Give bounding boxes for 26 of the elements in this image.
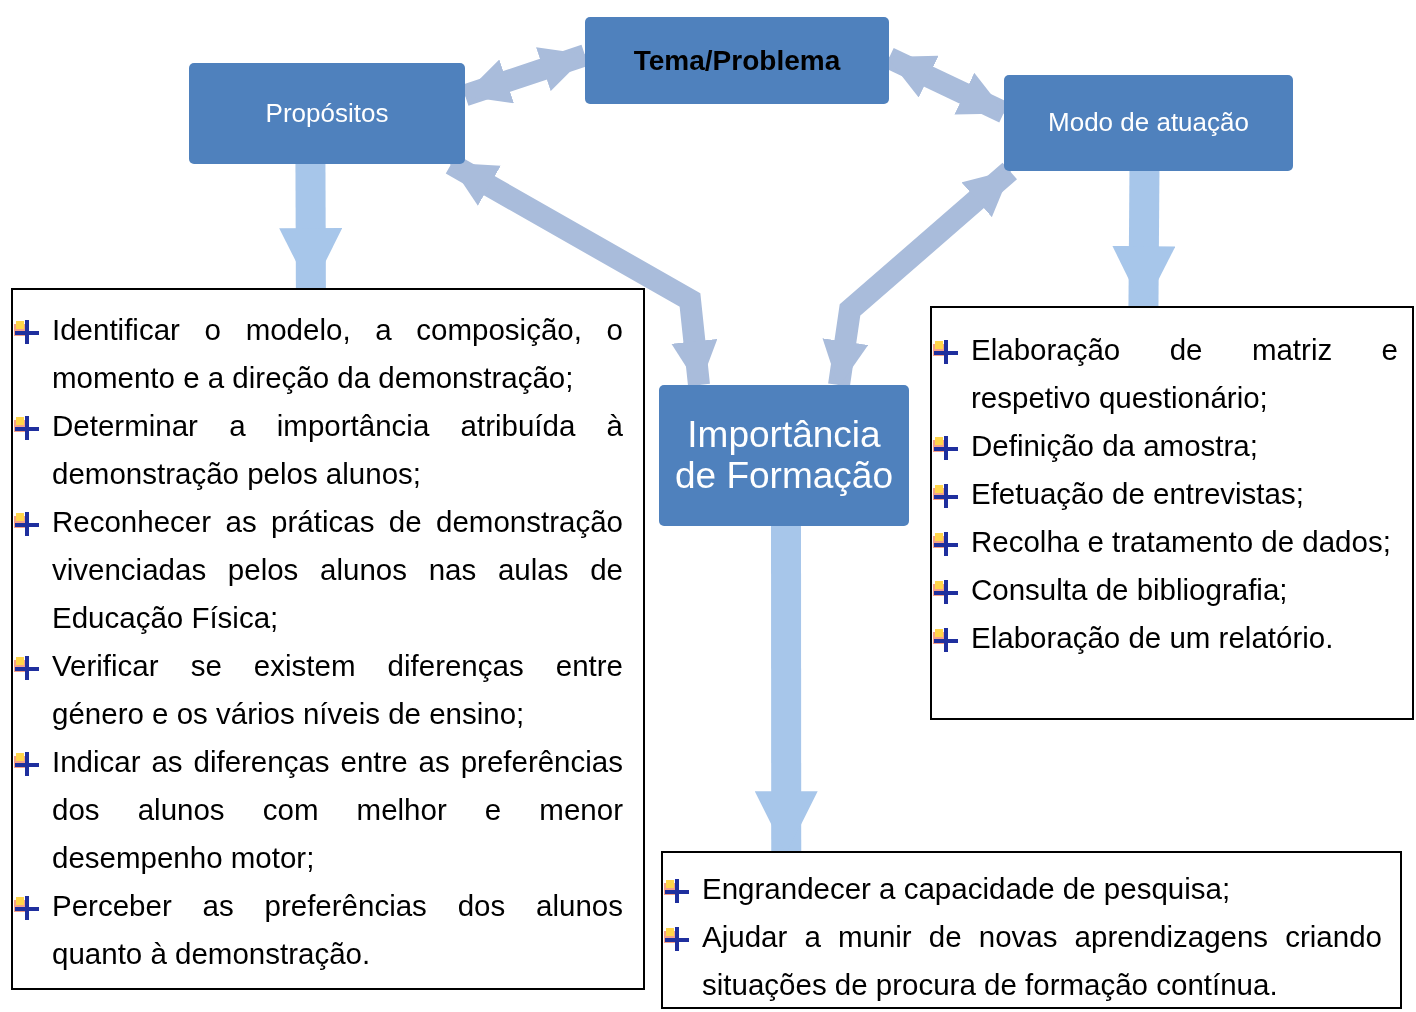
list-item-text: Engrandecer a capacidade de pesquisa;	[702, 872, 1231, 905]
list-item-text: Determinar a importância atribuída à demonstração pelos alunos;	[52, 409, 623, 490]
process-box	[585, 17, 889, 104]
list-item-text: Indicar as diferenças entre as preferências dos alunos com melhor e menor desempenho motor;	[52, 745, 623, 874]
list-item-text: Identificar o modelo, a composição, o momento e a direção da demonstração;	[52, 313, 623, 394]
list-item-text: Verificar se existem diferenças entre género e os vários níveis de ensino;	[52, 649, 623, 730]
process-box	[1004, 75, 1293, 171]
box-title: Modo de atuação	[1047, 107, 1250, 139]
list-item-text: Elaboração de matriz e respetivo questionário;	[971, 333, 1398, 414]
list-item-text: Elaboração de um relatório.	[971, 621, 1334, 654]
list-box	[661, 851, 1402, 1009]
list-item-text: Perceber as preferências dos alunos quanto à demonstração.	[52, 889, 623, 970]
list-box	[11, 288, 645, 990]
arrow	[822, 162, 1017, 388]
list-item-text: Efetuação de entrevistas;	[971, 477, 1304, 510]
process-box	[659, 385, 909, 526]
list-item-text: Consulta de bibliografia;	[971, 573, 1288, 606]
list-item-text: Recolha e tratamento de dados;	[971, 525, 1391, 558]
box-title: Importância de Formação	[674, 414, 894, 497]
list-item-text: Reconhecer as práticas de demonstração vivenciadas pelos alunos nas aulas de Educação Física;	[52, 505, 623, 634]
process-box	[189, 63, 465, 164]
list-item-text: Definição da amostra;	[971, 429, 1258, 462]
box-title: Tema/Problema	[632, 43, 842, 78]
list-item-text: Ajudar a munir de novas aprendizagens criando situações de procura de formação contínua.	[702, 920, 1382, 1001]
list-box	[930, 306, 1414, 720]
box-title: Propósitos	[264, 97, 390, 130]
